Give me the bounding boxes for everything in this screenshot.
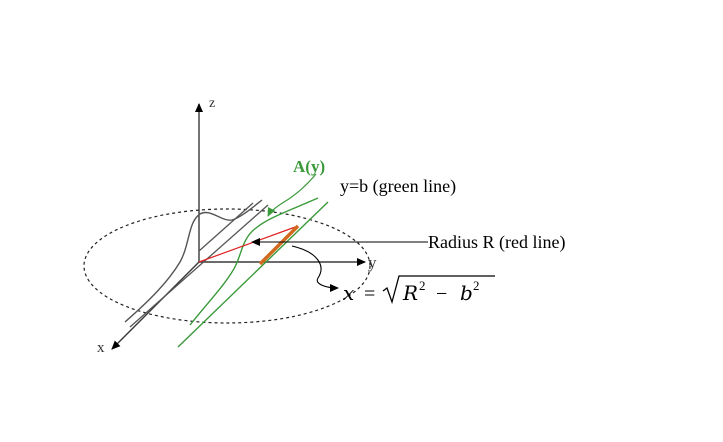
x-axis-label: x: [97, 340, 105, 356]
formula: x = R 2 − b 2: [343, 275, 495, 305]
radius-label: Radius R (red line): [428, 232, 565, 253]
green-line-label: y=b (green line): [340, 176, 456, 197]
area-function-label: A(y): [293, 157, 325, 176]
area-label-arrow: [267, 173, 317, 217]
sqrt-sign: [382, 275, 495, 305]
surface-edge-line-2: [198, 202, 254, 252]
formula-b-exponent: 2: [473, 278, 480, 293]
formula-b: b: [460, 281, 473, 305]
base-circle-dashed: [83, 208, 371, 324]
formula-x: x: [343, 281, 354, 305]
orange-half-chord-segment: [258, 224, 300, 266]
surface-edge-line-1: [129, 204, 269, 328]
formula-minus: −: [436, 283, 447, 305]
formula-R: R: [402, 281, 418, 305]
green-line-y-equals-b: [177, 201, 329, 348]
formula-equals: =: [364, 283, 375, 305]
x-axis: [111, 261, 200, 350]
y-axis-label: y: [368, 253, 377, 272]
formula-R-exponent: 2: [419, 278, 426, 293]
red-radius-line: [198, 225, 299, 263]
green-cross-section-curve: [189, 197, 319, 326]
surface-profile-curve: [124, 199, 263, 323]
formula-arrow: [291, 245, 339, 292]
z-axis-label: z: [209, 96, 215, 111]
